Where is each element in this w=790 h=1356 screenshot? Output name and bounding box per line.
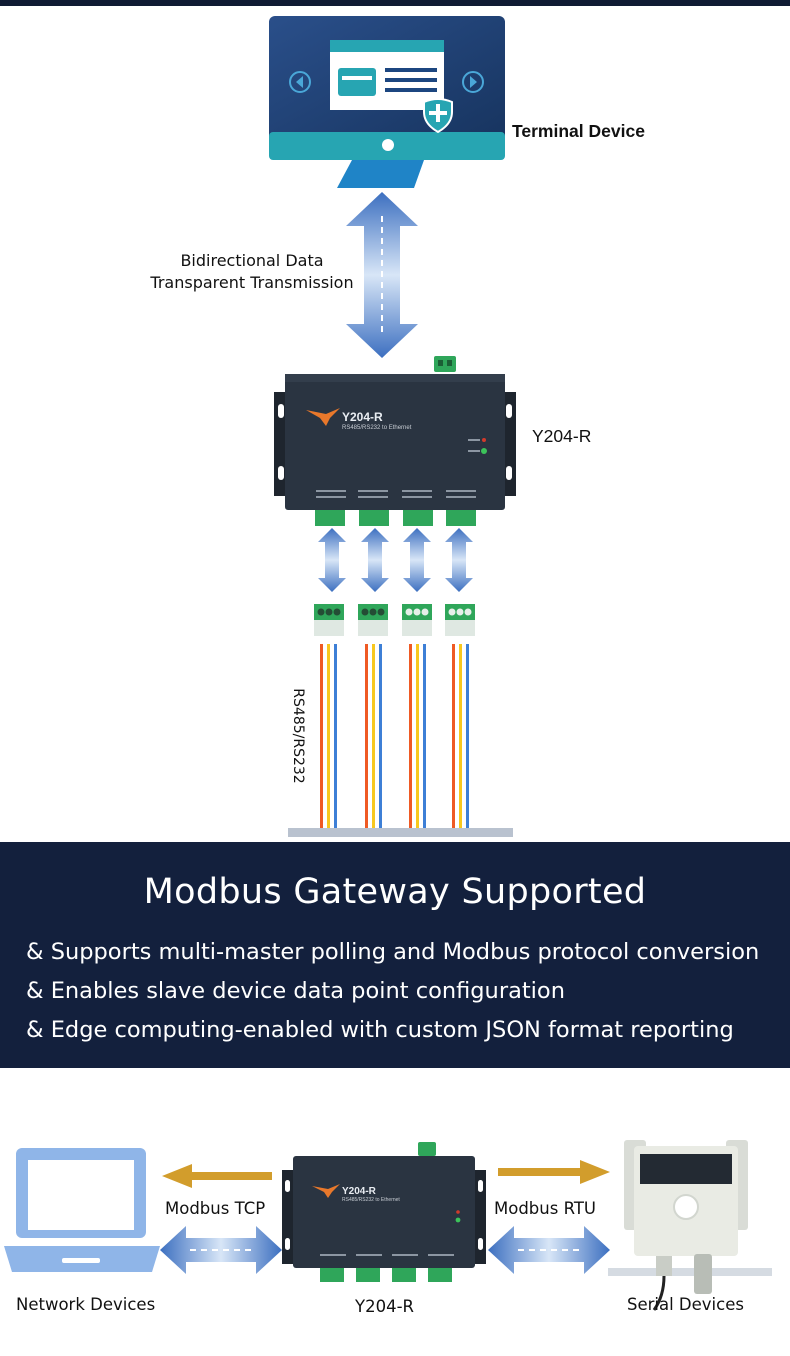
laptop-icon — [4, 1148, 160, 1272]
banner-title: Modbus Gateway Supported — [143, 872, 647, 912]
gateway-device-image: Y204-R RS485/RS232 to Ethernet — [282, 1142, 486, 1282]
bus-wires — [288, 644, 513, 837]
gold-arrow-left-icon — [162, 1164, 272, 1188]
modbus-tcp-label: Modbus TCP — [165, 1199, 266, 1218]
top-diagram: Y204-R RS485/RS232 to Ethernet — [269, 16, 516, 837]
sensor-device-icon — [608, 1140, 772, 1311]
banner-bullet: & Edge computing-enabled with custom JSO… — [26, 1017, 734, 1043]
device-label: Y204-R — [532, 426, 592, 446]
device-model-text: Y204-R — [342, 410, 383, 424]
transmission-label-line2: Transparent Transmission — [150, 273, 354, 292]
modbus-rtu-label: Modbus RTU — [494, 1199, 596, 1218]
banner-bullet: & Supports multi-master polling and Modb… — [26, 939, 760, 965]
device-subtitle-text: RS485/RS232 to Ethernet — [342, 425, 412, 431]
feature-banner: Modbus Gateway Supported & Supports mult… — [0, 842, 790, 1068]
network-devices-caption: Network Devices — [16, 1295, 156, 1314]
bus-label: RS485/RS232 — [290, 688, 306, 784]
top-bar — [0, 0, 790, 6]
blue-arrow-right-icon — [488, 1226, 610, 1274]
bidirectional-arrow-icon — [346, 192, 418, 358]
bottom-diagram: Y204-R RS485/RS232 to Ethernet — [4, 1140, 772, 1311]
terminal-connectors — [314, 604, 475, 636]
device-subtitle-text: RS485/RS232 to Ethernet — [342, 1197, 400, 1203]
banner-bullet: & Enables slave device data point config… — [26, 978, 565, 1004]
gold-arrow-right-icon — [498, 1160, 610, 1184]
terminal-device-label: Terminal Device — [512, 121, 645, 141]
serial-devices-caption: Serial Devices — [627, 1295, 744, 1314]
gateway-device-image: Y204-R RS485/RS232 to Ethernet — [274, 356, 516, 526]
port-arrows — [318, 528, 473, 592]
monitor-icon — [269, 16, 505, 188]
gateway-caption: Y204-R — [355, 1297, 414, 1316]
device-model-text: Y204-R — [342, 1186, 377, 1197]
transmission-label-line1: Bidirectional Data — [180, 251, 324, 270]
blue-arrow-left-icon — [160, 1226, 282, 1274]
